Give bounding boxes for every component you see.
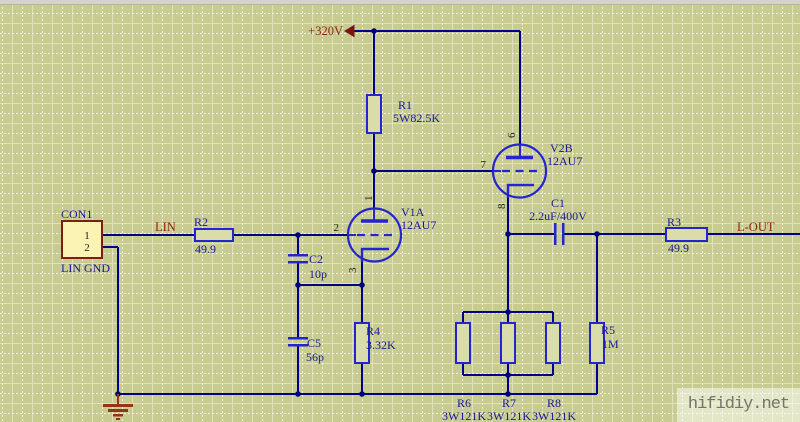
r6-value[interactable]: 3W121K [442, 409, 486, 422]
watermark-text: hifidiy.net [687, 395, 790, 414]
r6-designator[interactable]: R6 [457, 396, 471, 410]
r4-value[interactable]: 3.32K [366, 338, 396, 352]
c5-designator[interactable]: C5 [307, 336, 321, 350]
v2b-designator[interactable]: V2B [550, 141, 573, 155]
v2b-pin-grid-number[interactable]: 7 [481, 159, 487, 171]
v1a-pin-anode-number[interactable]: 1 [363, 196, 375, 202]
resistor-r8[interactable]: R8 3W121K [532, 322, 576, 422]
v1a-pin-grid-number[interactable]: 2 [334, 222, 340, 234]
watermark: hifidiy.net [677, 388, 800, 422]
r3-value[interactable]: 49.9 [668, 241, 689, 255]
v1a-pin-cathode-number[interactable]: 3 [347, 267, 359, 273]
capacitor-c1[interactable]: C1 2.2uF/400V [529, 196, 587, 245]
con1-caption[interactable]: LIN GND [61, 261, 110, 275]
c1-value[interactable]: 2.2uF/400V [529, 209, 587, 223]
power-port-320v[interactable]: +320V [308, 24, 355, 38]
resistor-r5[interactable]: R5 1M [589, 322, 619, 364]
resistor-r4[interactable]: R4 3.32K [354, 322, 396, 364]
resistor-r3[interactable]: R3 49.9 [665, 215, 708, 255]
v2b-pin-cathode-number[interactable]: 8 [496, 203, 508, 209]
capacitor-c5[interactable]: C5 56p [288, 336, 324, 364]
connector-con1[interactable]: CON1 1 2 LIN GND [61, 207, 110, 275]
r2-value[interactable]: 49.9 [195, 242, 216, 256]
v2b-pin-anode-number[interactable]: 6 [506, 132, 518, 138]
con1-pin1-number[interactable]: 1 [84, 230, 90, 242]
r7-value[interactable]: 3W121K [487, 409, 531, 422]
v1a-model[interactable]: 12AU7 [401, 218, 436, 232]
resistor-r2[interactable]: R2 49.9 [194, 215, 234, 256]
ground-symbol[interactable] [103, 394, 133, 420]
r5-designator[interactable]: R5 [601, 323, 615, 337]
con1-pin2-number[interactable]: 2 [84, 242, 90, 254]
capacitor-c2[interactable]: C2 10p [288, 252, 327, 281]
r8-designator[interactable]: R8 [547, 396, 561, 410]
tube-v2b[interactable]: 6 7 8 V2B 12AU7 [481, 132, 583, 209]
con1-designator[interactable]: CON1 [61, 207, 92, 221]
r8-value[interactable]: 3W121K [532, 409, 576, 422]
c1-designator[interactable]: C1 [551, 196, 565, 210]
r7-designator[interactable]: R7 [502, 396, 516, 410]
r1-designator[interactable]: R1 [398, 98, 412, 112]
window-top-edge [0, 0, 800, 5]
tube-v1a[interactable]: 1 2 3 V1A 12AU7 [334, 196, 437, 274]
c2-value[interactable]: 10p [309, 267, 327, 281]
r2-designator[interactable]: R2 [194, 215, 208, 229]
r3-designator[interactable]: R3 [667, 215, 681, 229]
c2-designator[interactable]: C2 [309, 252, 323, 266]
net-label-lout[interactable]: L-OUT [737, 220, 775, 234]
r1-value[interactable]: 5W82.5K [393, 111, 440, 125]
v1a-designator[interactable]: V1A [401, 205, 425, 219]
resistor-r6[interactable]: R6 3W121K [442, 322, 486, 422]
c5-value[interactable]: 56p [306, 350, 324, 364]
v2b-model[interactable]: 12AU7 [547, 154, 582, 168]
power-net-label[interactable]: +320V [308, 24, 343, 38]
r4-designator[interactable]: R4 [366, 324, 380, 338]
r5-value[interactable]: 1M [602, 337, 619, 351]
resistor-r7[interactable]: R7 3W121K [487, 322, 531, 422]
junction-dots[interactable] [115, 28, 600, 397]
resistor-r1[interactable]: R1 5W82.5K [366, 94, 440, 134]
net-label-lin[interactable]: LIN [155, 220, 176, 234]
